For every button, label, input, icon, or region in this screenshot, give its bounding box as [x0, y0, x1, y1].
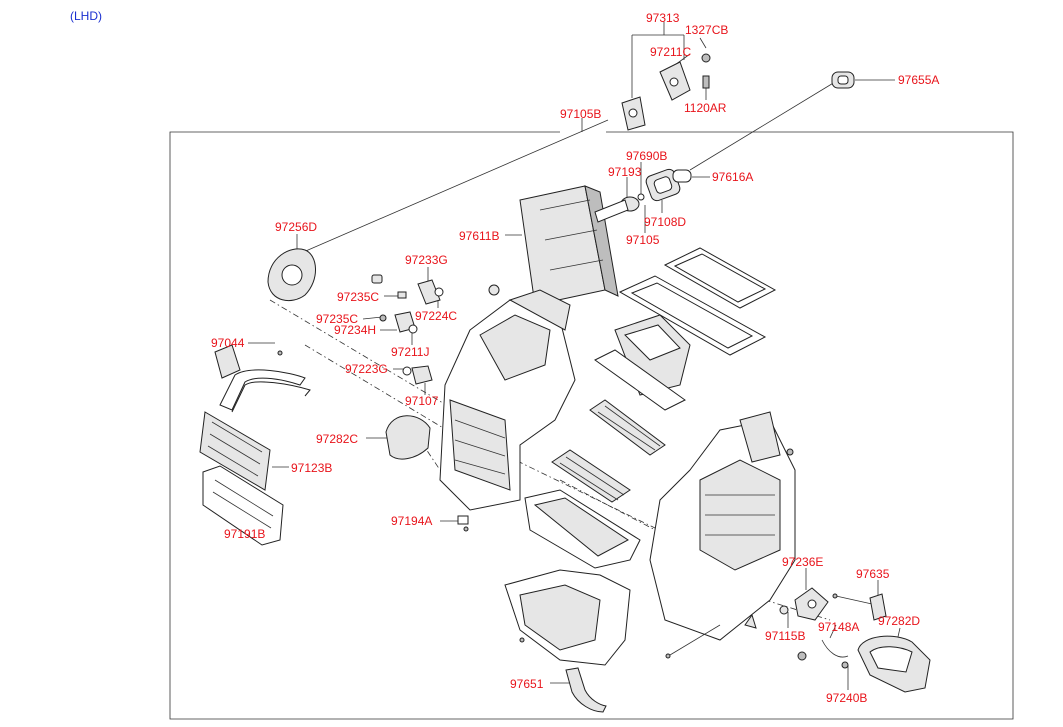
leader-lines [245, 22, 901, 690]
label-97105b[interactable]: 97105B [560, 107, 601, 121]
label-97194a[interactable]: 97194A [391, 514, 432, 528]
parts [199, 53, 931, 713]
part-labels: 97313 1327CB 97211C 1120AR 97655A 97105B… [211, 11, 939, 705]
label-97282c[interactable]: 97282C [316, 432, 358, 446]
label-97236e[interactable]: 97236E [782, 555, 823, 569]
label-97123b[interactable]: 97123B [291, 461, 332, 475]
label-97108d[interactable]: 97108D [644, 215, 686, 229]
label-97651[interactable]: 97651 [510, 677, 544, 691]
label-97191b[interactable]: 97191B [224, 527, 265, 541]
label-97256d[interactable]: 97256D [275, 220, 317, 234]
label-97240b[interactable]: 97240B [826, 691, 867, 705]
label-97690b[interactable]: 97690B [626, 149, 667, 163]
duct-97282c [385, 415, 431, 460]
door-panel-low [551, 449, 631, 503]
label-97235c-lower[interactable]: 97235C [316, 312, 358, 326]
door-panel-upper [594, 349, 686, 411]
label-1120ar[interactable]: 1120AR [684, 101, 727, 115]
label-97635[interactable]: 97635 [856, 567, 890, 581]
label-97655a[interactable]: 97655A [898, 73, 939, 87]
label-97211c[interactable]: 97211C [650, 45, 691, 59]
label-97115b[interactable]: 97115B [765, 629, 805, 643]
label-97224c[interactable]: 97224C [415, 309, 457, 323]
label-97148a[interactable]: 97148A [818, 620, 859, 634]
assembly-frame [169, 118, 1014, 720]
label-97313[interactable]: 97313 [646, 11, 680, 25]
label-97282d[interactable]: 97282D [878, 614, 920, 628]
label-97611b[interactable]: 97611B [459, 229, 499, 243]
label-97234h[interactable]: 97234H [334, 323, 376, 337]
label-1327cb[interactable]: 1327CB [685, 23, 728, 37]
variant-label: (LHD) [70, 9, 102, 23]
label-97616a[interactable]: 97616A [712, 170, 753, 184]
label-97223g[interactable]: 97223G [345, 362, 388, 376]
label-97193[interactable]: 97193 [608, 165, 642, 179]
label-97044[interactable]: 97044 [211, 336, 245, 350]
drain-hose [565, 667, 607, 713]
label-97211j[interactable]: 97211J [391, 345, 429, 359]
label-97105[interactable]: 97105 [626, 233, 660, 247]
label-97107[interactable]: 97107 [405, 394, 439, 408]
label-97233g[interactable]: 97233G [405, 253, 448, 267]
heater-bracket [202, 465, 284, 546]
heater-core [199, 411, 271, 491]
door-panel-mid [589, 399, 666, 456]
label-97235c-upper[interactable]: 97235C [337, 290, 379, 304]
